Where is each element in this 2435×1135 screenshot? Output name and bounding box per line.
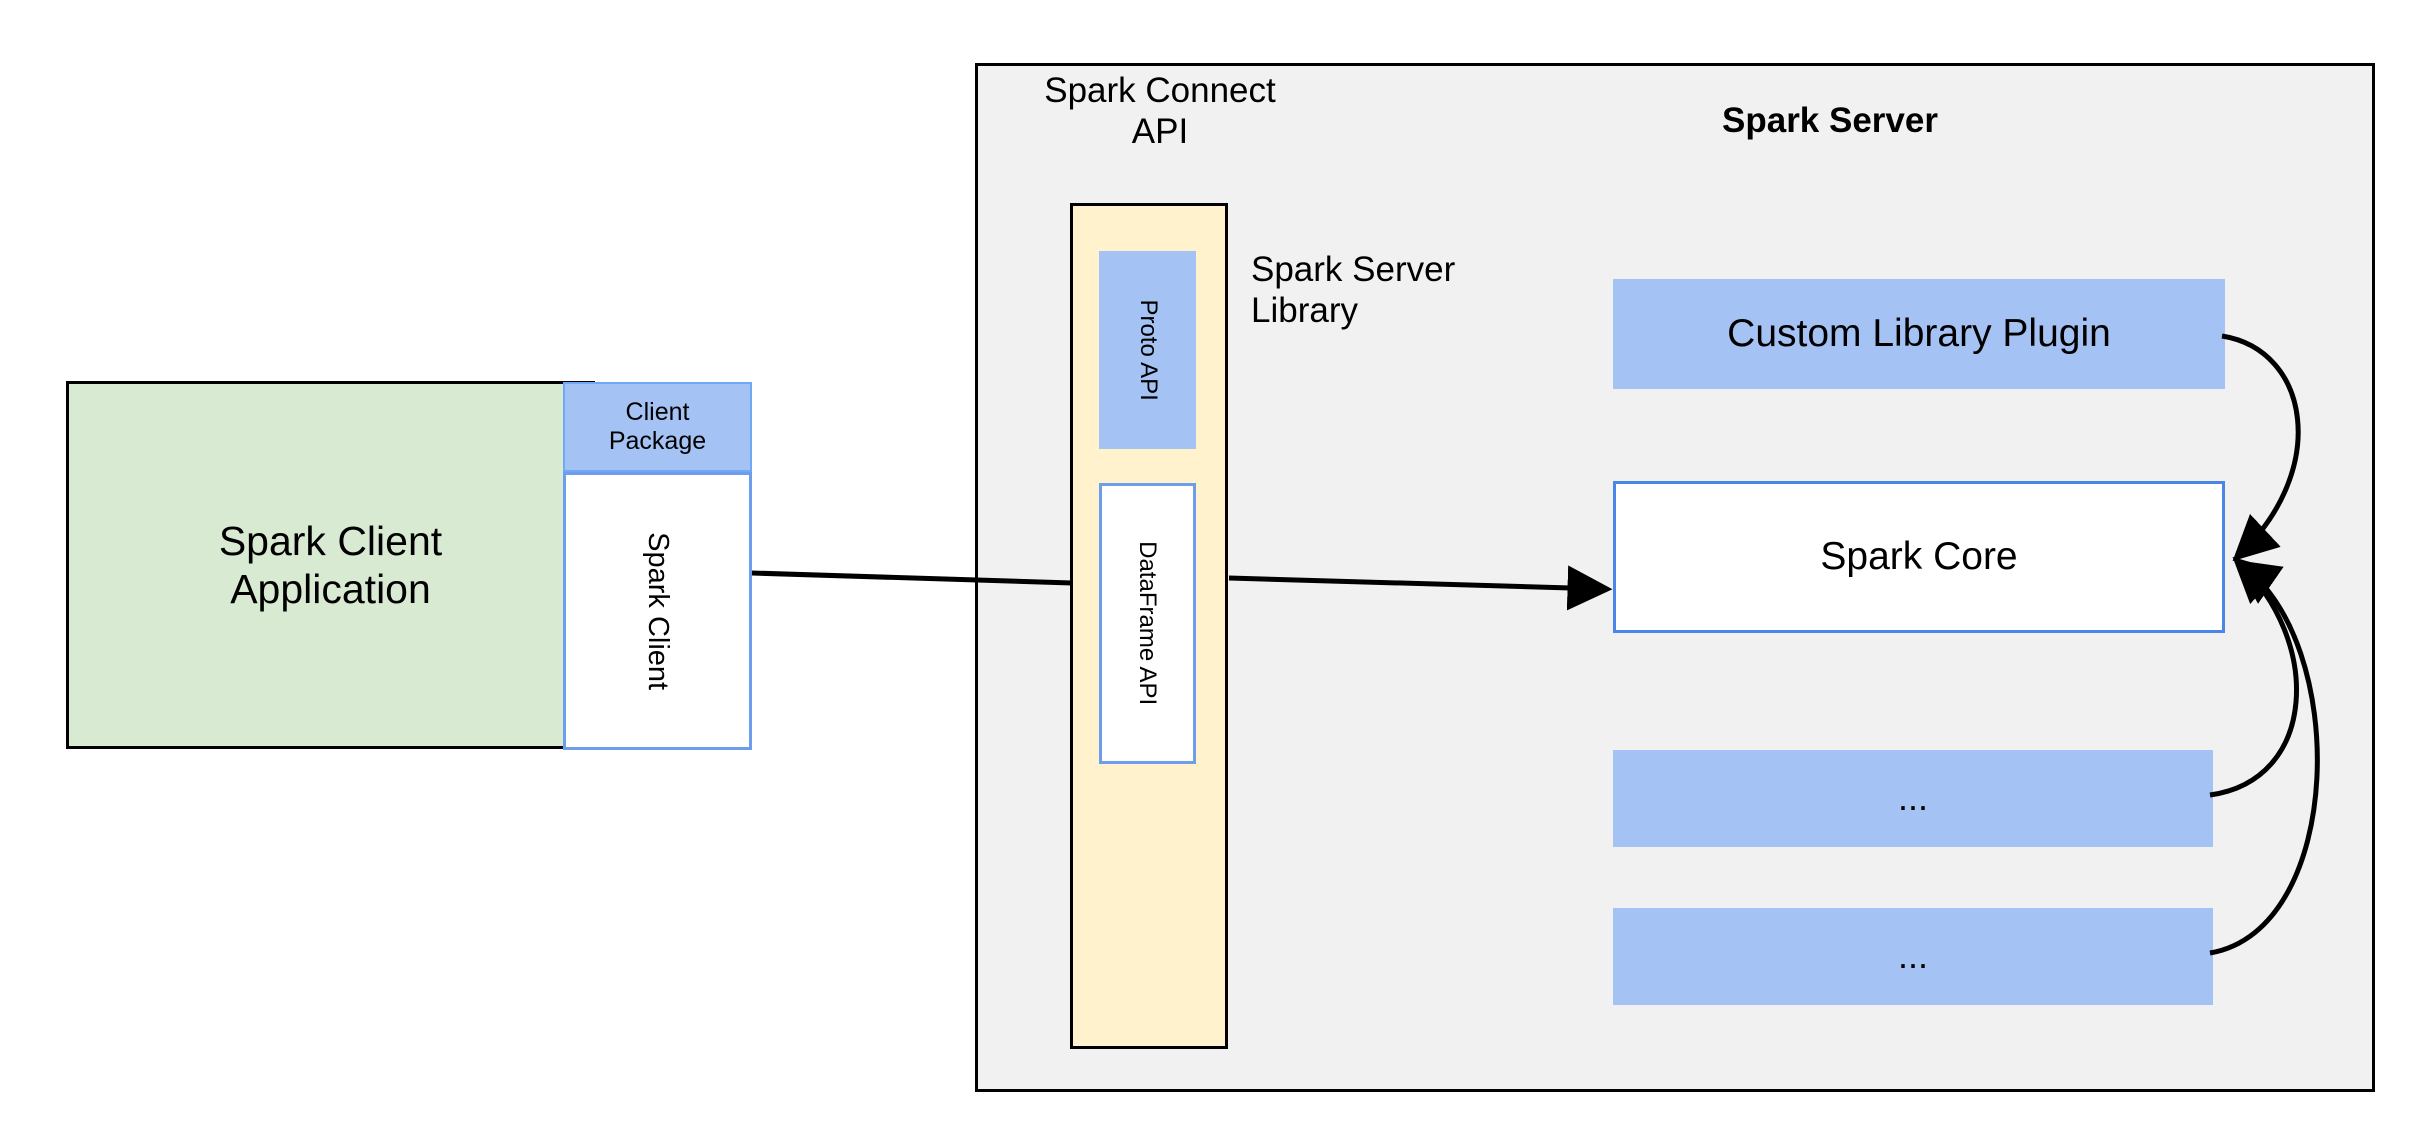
spark-client-application-box[interactable]: Spark Client Application xyxy=(66,381,595,749)
client-package-line-2: Package xyxy=(608,427,707,455)
server-component-placeholder-2-label: ... xyxy=(1897,935,1928,977)
spark-client-box[interactable]: Spark Client xyxy=(563,472,752,750)
server-library-line-1: Spark Server xyxy=(1251,249,1456,289)
server-component-placeholder-1-label: ... xyxy=(1897,777,1928,819)
spark-core-label: Spark Core xyxy=(1820,534,2018,578)
proto-api-box[interactable]: Proto API xyxy=(1099,251,1196,449)
server-component-placeholder-1[interactable]: ... xyxy=(1613,750,2213,847)
server-component-placeholder-2[interactable]: ... xyxy=(1613,908,2213,1005)
client-package-label: Client Package xyxy=(609,398,706,457)
client-app-line-2: Application xyxy=(230,566,431,612)
connect-api-line-1: Spark Connect xyxy=(1044,70,1276,110)
dataframe-api-label: DataFrame API xyxy=(1134,541,1162,706)
spark-server-library-label-text: Spark Server Library xyxy=(1251,249,1455,332)
spark-client-application-label: Spark Client Application xyxy=(219,517,442,614)
spark-connect-api-label-text: Spark Connect API xyxy=(1044,70,1276,153)
client-package-line-1: Client xyxy=(625,397,690,426)
server-library-line-2: Library xyxy=(1251,291,1358,330)
custom-library-plugin-label: Custom Library Plugin xyxy=(1727,311,2111,355)
dataframe-api-box[interactable]: DataFrame API xyxy=(1099,483,1196,764)
custom-library-plugin-box[interactable]: Custom Library Plugin xyxy=(1613,279,2225,389)
proto-api-label: Proto API xyxy=(1134,299,1162,401)
spark-server-library-label: Spark Server Library xyxy=(1251,244,1541,336)
client-package-box[interactable]: Client Package xyxy=(563,382,752,472)
spark-server-title: Spark Server xyxy=(1722,101,1938,141)
spark-client-label: Spark Client xyxy=(641,532,674,690)
spark-connect-api-label: Spark Connect API xyxy=(1015,68,1305,154)
spark-core-box[interactable]: Spark Core xyxy=(1613,481,2225,633)
client-app-line-1: Spark Client xyxy=(218,517,443,564)
connect-api-line-2: API xyxy=(1131,112,1189,151)
